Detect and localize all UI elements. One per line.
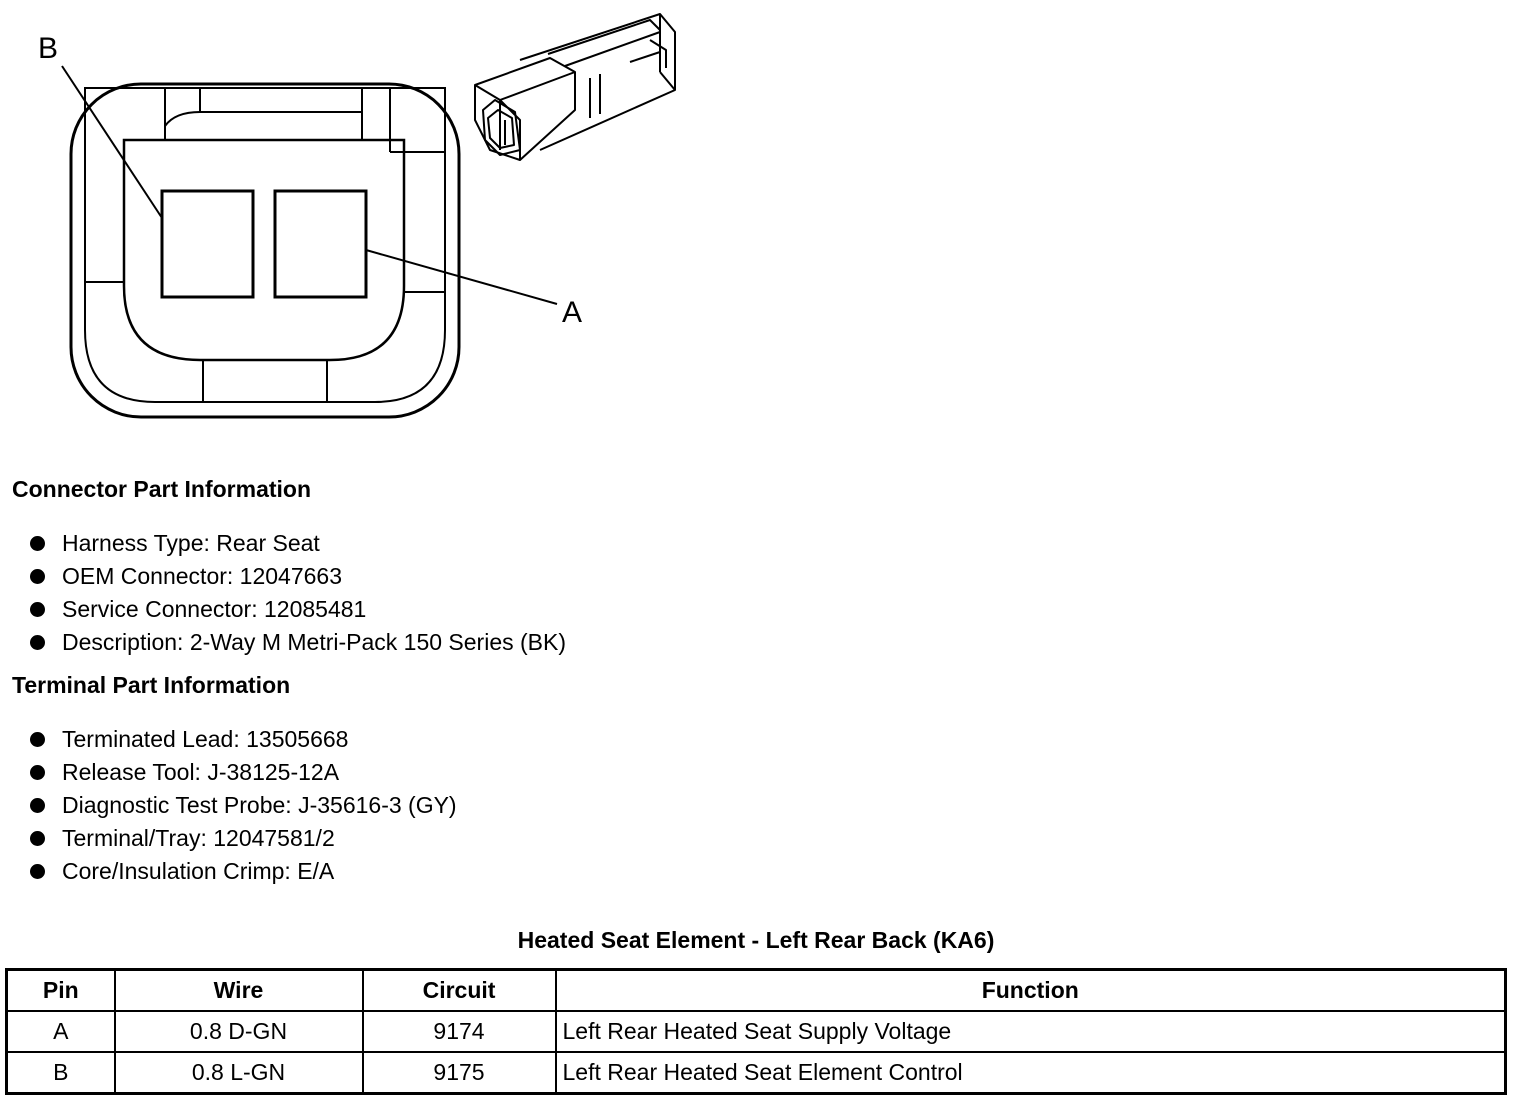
list-item-text: Terminal/Tray: 12047581/2 xyxy=(62,825,335,851)
table-header-row: Pin Wire Circuit Function xyxy=(5,968,1507,1012)
column-header-function: Function xyxy=(554,968,1507,1012)
bullet-icon xyxy=(30,635,45,650)
cavity-b xyxy=(160,189,255,299)
connector-diagram: B A xyxy=(38,13,676,419)
list-item-text: Terminated Lead: 13505668 xyxy=(62,726,349,752)
connector-3d-illustration xyxy=(474,13,676,161)
cell-wire: 0.8 L-GN xyxy=(113,1051,364,1095)
list-item: Terminated Lead: 13505668 xyxy=(30,723,457,756)
connector-face xyxy=(69,82,461,419)
cell-wire: 0.8 D-GN xyxy=(113,1010,364,1053)
callout-a-leader xyxy=(365,249,558,305)
list-item-text: Harness Type: Rear Seat xyxy=(62,530,320,556)
connector-part-info-list: Harness Type: Rear Seat OEM Connector: 1… xyxy=(30,527,566,659)
cell-circuit: 9175 xyxy=(361,1051,557,1095)
terminal-part-info-list: Terminated Lead: 13505668 Release Tool: … xyxy=(30,723,457,888)
cell-function: Left Rear Heated Seat Supply Voltage xyxy=(554,1010,1507,1053)
column-header-circuit: Circuit xyxy=(361,968,557,1012)
list-item: Release Tool: J-38125-12A xyxy=(30,756,457,789)
callout-a-label: A xyxy=(562,296,582,329)
table-title: Heated Seat Element - Left Rear Back (KA… xyxy=(517,927,995,953)
list-item: OEM Connector: 12047663 xyxy=(30,560,566,593)
list-item: Diagnostic Test Probe: J-35616-3 (GY) xyxy=(30,789,457,822)
cavity-a xyxy=(273,189,368,299)
bullet-icon xyxy=(30,864,45,879)
bullet-icon xyxy=(30,569,45,584)
table-row: A 0.8 D-GN 9174 Left Rear Heated Seat Su… xyxy=(5,1010,1507,1053)
list-item-text: Description: 2-Way M Metri-Pack 150 Seri… xyxy=(62,629,567,655)
list-item-text: Release Tool: J-38125-12A xyxy=(62,759,340,785)
pin-table: Pin Wire Circuit Function A 0.8 D-GN 917… xyxy=(5,968,1507,1095)
list-item-text: OEM Connector: 12047663 xyxy=(62,563,343,589)
list-item: Service Connector: 12085481 xyxy=(30,593,566,626)
list-item-text: Diagnostic Test Probe: J-35616-3 (GY) xyxy=(62,792,457,818)
connector-part-info-heading: Connector Part Information xyxy=(12,476,312,502)
cell-function: Left Rear Heated Seat Element Control xyxy=(554,1051,1507,1095)
cell-pin: A xyxy=(5,1010,116,1053)
list-item: Core/Insulation Crimp: E/A xyxy=(30,855,457,888)
callout-b-label: B xyxy=(38,32,58,65)
column-header-pin: Pin xyxy=(5,968,116,1012)
cell-pin: B xyxy=(5,1051,116,1095)
callout-b-leader xyxy=(61,65,163,219)
cell-circuit: 9174 xyxy=(361,1010,557,1053)
list-item-text: Core/Insulation Crimp: E/A xyxy=(62,858,335,884)
bullet-icon xyxy=(30,798,45,813)
terminal-part-info-heading: Terminal Part Information xyxy=(12,672,291,698)
list-item: Harness Type: Rear Seat xyxy=(30,527,566,560)
list-item: Terminal/Tray: 12047581/2 xyxy=(30,822,457,855)
list-item: Description: 2-Way M Metri-Pack 150 Seri… xyxy=(30,626,566,659)
bullet-icon xyxy=(30,602,45,617)
bullet-icon xyxy=(30,536,45,551)
bullet-icon xyxy=(30,765,45,780)
list-item-text: Service Connector: 12085481 xyxy=(62,596,367,622)
table-row: B 0.8 L-GN 9175 Left Rear Heated Seat El… xyxy=(5,1051,1507,1095)
column-header-wire: Wire xyxy=(113,968,364,1012)
bullet-icon xyxy=(30,831,45,846)
bullet-icon xyxy=(30,732,45,747)
